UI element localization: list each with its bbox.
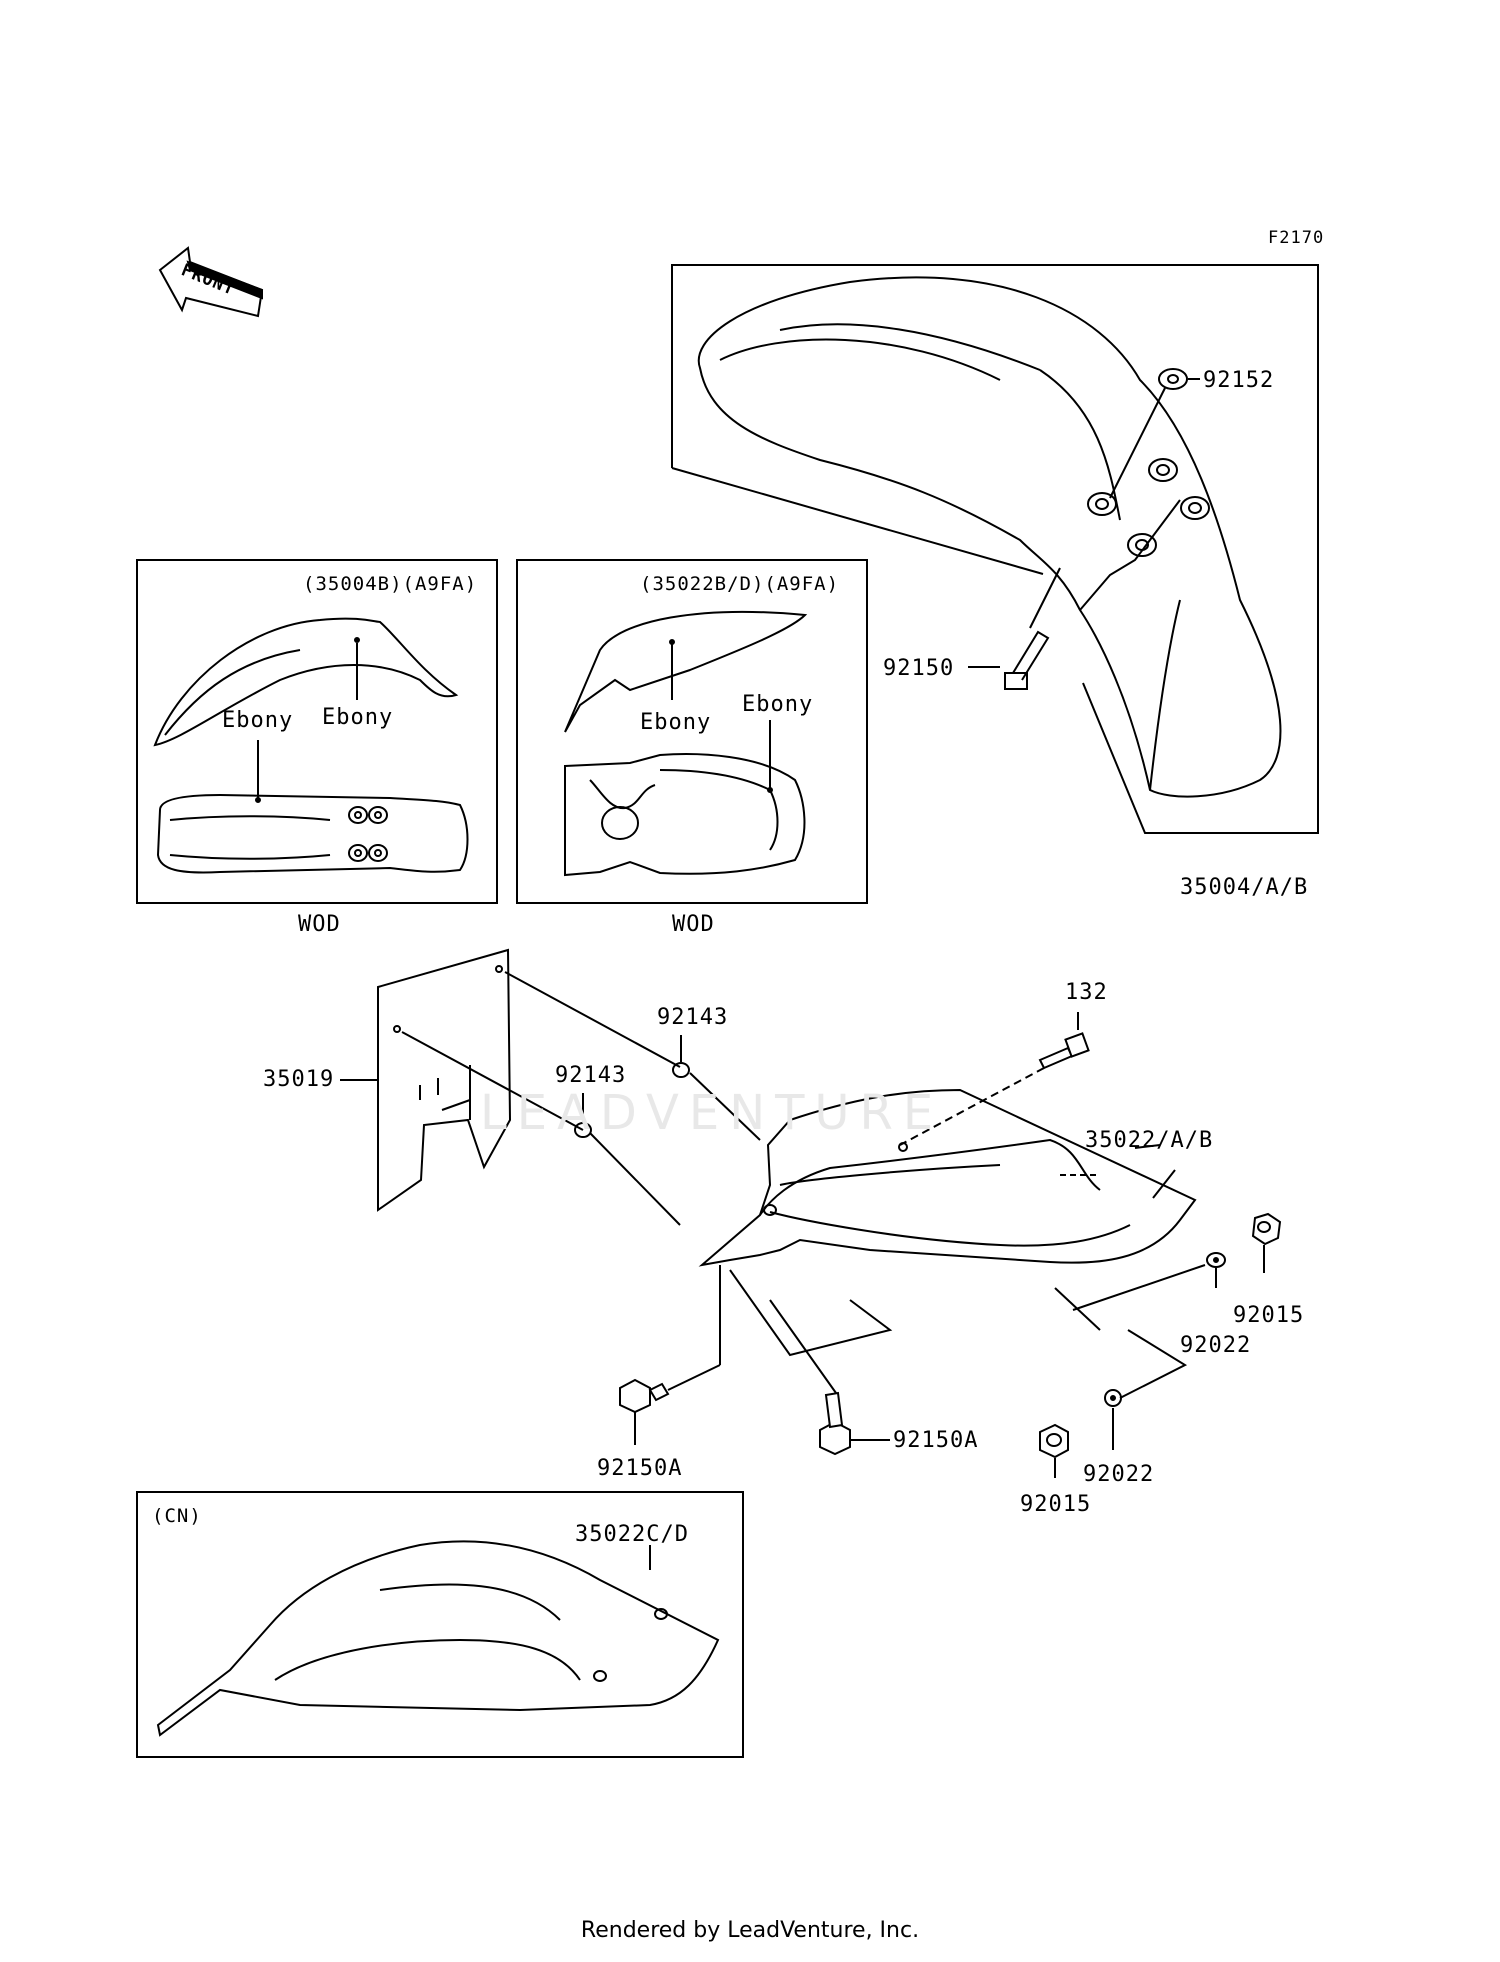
part-label-92150: 92150 <box>883 656 955 681</box>
part-label-35022cd: 35022C/D <box>575 1522 689 1547</box>
part-label-35004: 35004/A/B <box>1180 875 1309 900</box>
inset-right-ebony-label-1: Ebony <box>742 692 814 717</box>
inset-left-caption: WOD <box>298 912 341 937</box>
watermark-text: LEADVENTURE <box>480 1085 944 1141</box>
part-label-92143-lower: 92143 <box>555 1063 627 1088</box>
front-fender-shape <box>697 276 1282 798</box>
diagram-code: F2170 <box>1268 228 1325 248</box>
part-label-92152: 92152 <box>1203 368 1275 393</box>
inset-left-title: (35004B)(A9FA) <box>303 573 478 595</box>
inset-right-box <box>516 559 868 904</box>
inset-right-caption: WOD <box>672 912 715 937</box>
inset-left-ebony-label-1: Ebony <box>322 705 394 730</box>
inset-right-ebony-label-2: Ebony <box>640 710 712 735</box>
part-label-92022-right: 92022 <box>1180 1333 1252 1358</box>
part-label-132: 132 <box>1065 980 1108 1005</box>
part-label-92143-upper: 92143 <box>657 1005 729 1030</box>
inset-bottom-box <box>136 1491 744 1758</box>
part-label-92022-bottom: 92022 <box>1083 1462 1155 1487</box>
front-arrow-icon <box>158 246 264 318</box>
part-label-92015-right: 92015 <box>1233 1303 1305 1328</box>
inset-bottom-title: (CN) <box>152 1505 202 1527</box>
mud-flap-35019 <box>340 948 681 1212</box>
rear-fender-35022 <box>574 1012 1282 1478</box>
inset-left-ebony-label-2: Ebony <box>222 708 294 733</box>
part-label-35019: 35019 <box>263 1067 335 1092</box>
inset-left-box <box>136 559 498 904</box>
fender-callout-box <box>671 264 1319 834</box>
part-label-92150a-left: 92150A <box>597 1456 683 1481</box>
inset-right-title: (35022B/D)(A9FA) <box>640 573 840 595</box>
footer-credit: Rendered by LeadVenture, Inc. <box>580 1918 920 1943</box>
part-label-35022: 35022/A/B <box>1085 1128 1214 1153</box>
part-label-92150a-right: 92150A <box>893 1428 979 1453</box>
part-label-92015-bottom: 92015 <box>1020 1492 1092 1517</box>
